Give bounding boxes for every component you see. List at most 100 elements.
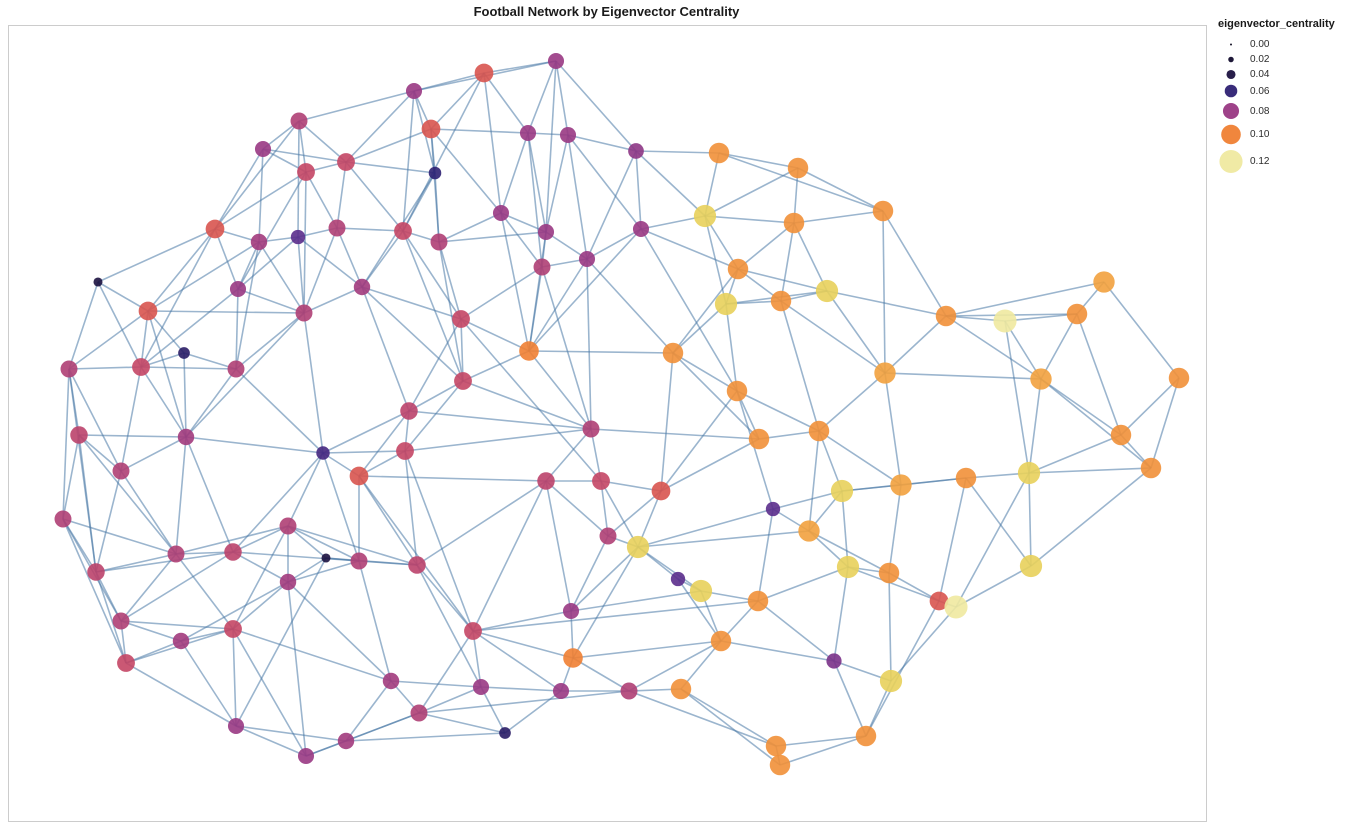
- network-node: [349, 466, 369, 486]
- network-edge: [480, 686, 562, 692]
- network-edge: [888, 572, 892, 682]
- network-edge: [214, 228, 239, 290]
- network-edge: [97, 281, 149, 312]
- network-edge: [1150, 377, 1180, 469]
- legend-entry: 0.10: [1218, 123, 1340, 146]
- network-edge: [298, 90, 415, 122]
- network-edge: [303, 227, 338, 314]
- network-node: [224, 543, 242, 561]
- network-node: [533, 258, 551, 276]
- network-node: [290, 112, 308, 130]
- network-edge: [1028, 434, 1122, 474]
- network-node: [112, 612, 130, 630]
- network-edge: [305, 171, 338, 229]
- network-node: [454, 372, 472, 390]
- network-edge: [635, 150, 642, 230]
- network-edge: [500, 212, 547, 233]
- network-edge: [586, 150, 637, 260]
- network-node: [1168, 367, 1190, 389]
- network-edge: [757, 600, 835, 662]
- network-edge: [882, 210, 886, 374]
- network-node: [87, 563, 105, 581]
- network-edge: [826, 290, 886, 374]
- network-edge: [570, 546, 639, 612]
- network-node: [559, 126, 577, 144]
- network-node: [872, 200, 894, 222]
- network-edge: [361, 286, 410, 412]
- network-node: [708, 142, 730, 164]
- network-edge: [418, 690, 630, 714]
- network-edge: [545, 231, 588, 260]
- network-edge: [1120, 377, 1180, 436]
- network-edge: [287, 525, 418, 566]
- network-edge: [147, 241, 260, 312]
- network-node: [396, 442, 414, 460]
- network-edge: [430, 128, 529, 134]
- network-node: [337, 153, 355, 171]
- network-node: [808, 420, 830, 442]
- network-edge: [235, 368, 324, 454]
- network-edge: [408, 318, 462, 412]
- network-node: [765, 501, 781, 517]
- network-edge: [140, 366, 187, 438]
- network-edge: [185, 368, 237, 438]
- network-node: [172, 632, 190, 650]
- network-node: [714, 292, 738, 316]
- network-edge: [570, 535, 609, 612]
- network-node: [350, 552, 368, 570]
- legend-entry: 0.04: [1218, 68, 1340, 81]
- network-edge: [140, 288, 239, 368]
- network-node: [670, 571, 686, 587]
- network-edge: [567, 134, 637, 152]
- network-edge: [483, 72, 529, 134]
- network-node: [993, 309, 1017, 333]
- network-node: [765, 735, 787, 757]
- network-edge: [635, 150, 706, 217]
- network-edge: [62, 434, 80, 520]
- network-node: [297, 163, 315, 181]
- network-edge: [287, 581, 307, 757]
- network-node: [138, 301, 158, 321]
- network-edge: [737, 222, 795, 270]
- network-edge: [826, 290, 947, 317]
- network-node: [599, 527, 617, 545]
- network-edge: [140, 310, 149, 368]
- network-edge: [737, 268, 828, 292]
- network-node: [1030, 368, 1052, 390]
- legend-entry: 0.00: [1218, 38, 1340, 51]
- network-edge: [1076, 313, 1122, 436]
- network-edge: [472, 630, 482, 688]
- network-node: [353, 278, 371, 296]
- network-edge: [297, 236, 363, 288]
- network-node: [783, 212, 805, 234]
- network-edge: [180, 581, 289, 642]
- network-node: [328, 219, 346, 237]
- legend-swatch-icon: [1228, 56, 1234, 63]
- network-edge: [460, 318, 530, 352]
- network-edge: [460, 318, 602, 482]
- network-edge: [555, 60, 569, 136]
- network-node: [747, 590, 769, 612]
- network-node: [929, 591, 949, 611]
- network-node: [562, 602, 580, 620]
- network-edge: [793, 210, 884, 224]
- network-edge: [504, 690, 562, 734]
- network-edge: [955, 565, 1032, 608]
- network-edge: [416, 480, 547, 566]
- legend-swatch-icon: [1219, 149, 1243, 174]
- network-edge: [472, 480, 547, 632]
- network-node: [537, 223, 555, 241]
- network-node: [405, 82, 423, 100]
- network-edge: [336, 161, 347, 229]
- network-edge: [125, 662, 237, 727]
- network-node: [421, 119, 441, 139]
- network-edge: [183, 352, 187, 438]
- network-node: [628, 143, 644, 159]
- network-edge: [78, 434, 177, 555]
- network-node: [279, 573, 297, 591]
- network-edge: [358, 475, 547, 482]
- network-edge: [147, 228, 216, 312]
- network-node: [279, 517, 297, 535]
